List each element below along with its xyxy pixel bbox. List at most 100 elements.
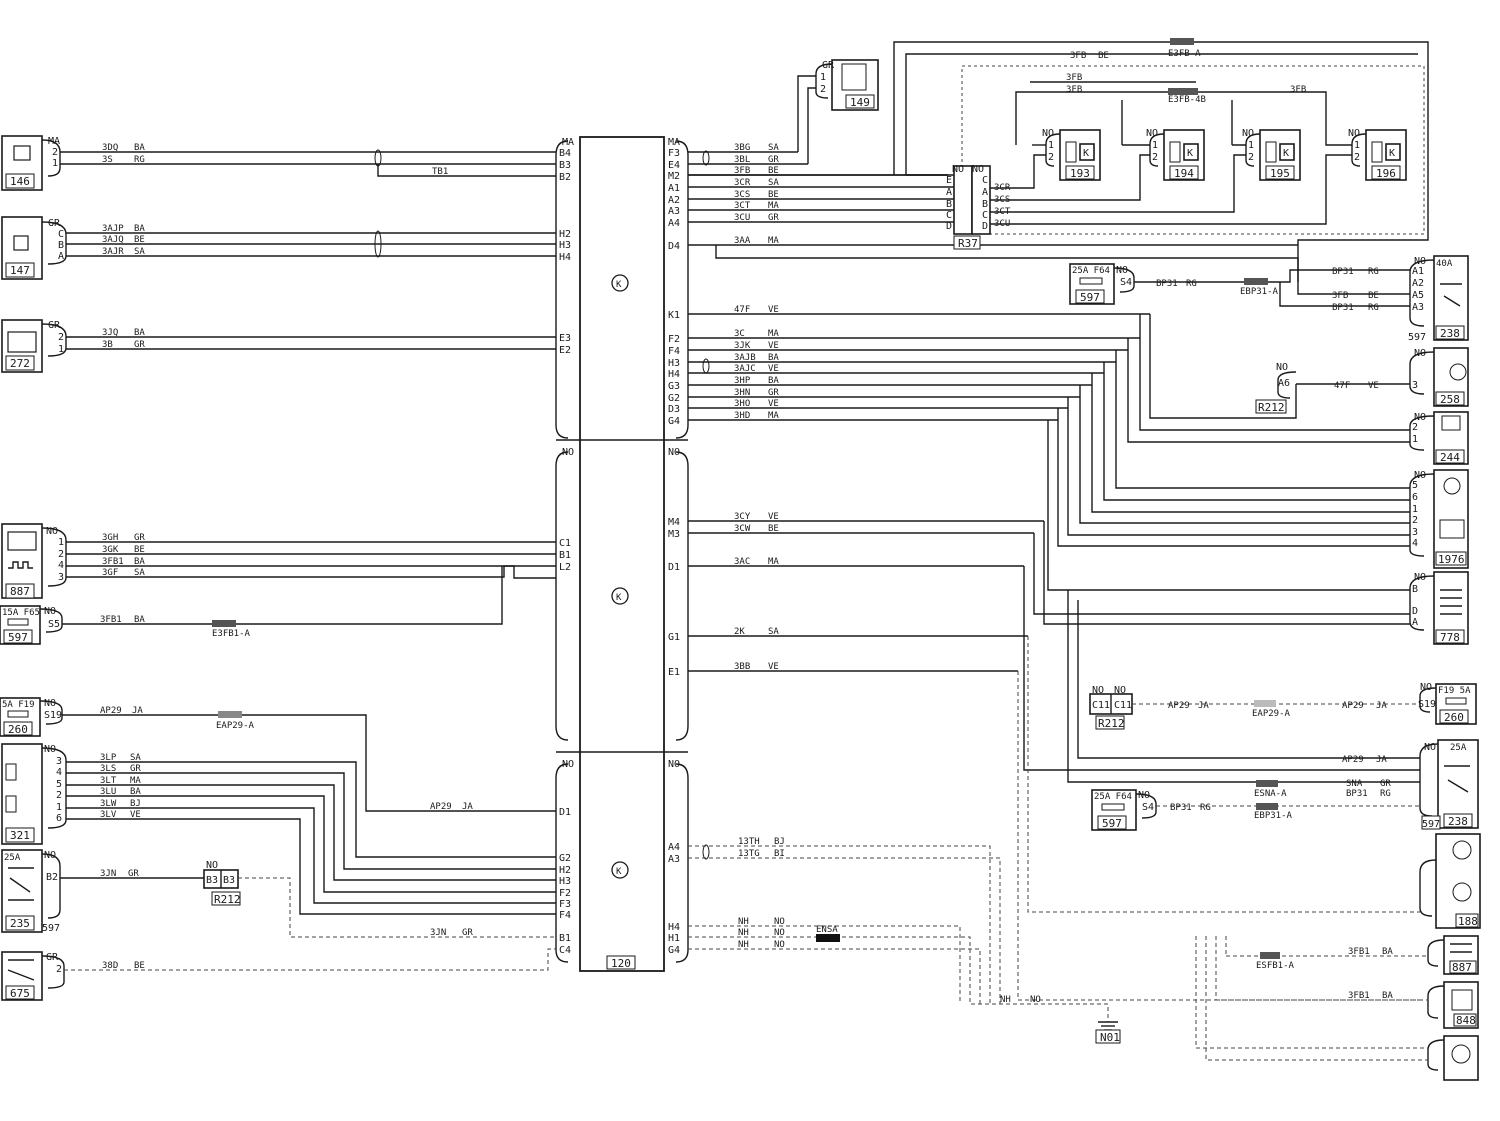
svg-text:2: 2 (1412, 422, 1418, 433)
svg-text:25A: 25A (4, 853, 21, 863)
svg-text:F19 5A: F19 5A (1438, 686, 1471, 696)
splice-icon (212, 620, 236, 627)
svg-text:NO: NO (206, 860, 218, 871)
svg-text:AP29: AP29 (1342, 755, 1364, 765)
injector-pin: 2 (1152, 152, 1158, 163)
svg-text:BP31: BP31 (1156, 279, 1178, 289)
svg-text:25A F64: 25A F64 (1072, 266, 1110, 276)
wire-color: MA (768, 201, 779, 211)
svg-text:JA: JA (132, 706, 143, 716)
svg-text:NO: NO (1138, 790, 1150, 801)
wire-code: 3AJC (734, 364, 756, 374)
ecu-pin-label: M3 (668, 529, 680, 540)
component-149: 149 GR 1 2 (815, 59, 879, 111)
svg-text:AP29: AP29 (1342, 701, 1364, 711)
svg-text:E3FB-4B: E3FB-4B (1168, 95, 1206, 105)
svg-text:3AJR: 3AJR (102, 247, 124, 257)
wire-code: 3BL (734, 155, 750, 165)
svg-text:S5: S5 (48, 619, 60, 630)
injector-valve-icon (1279, 143, 1295, 161)
svg-text:778: 778 (1440, 631, 1460, 644)
svg-text:3CT: 3CT (994, 207, 1011, 217)
wire-color: VE (768, 662, 779, 672)
svg-text:146: 146 (10, 175, 30, 188)
svg-text:5A F19: 5A F19 (2, 700, 35, 710)
svg-text:A3: A3 (1412, 302, 1424, 313)
svg-text:321: 321 (10, 829, 30, 842)
component-597-fuse: 15A F65 597 NO S5 (0, 605, 63, 645)
ecu-pin-label: B3 (559, 160, 571, 171)
svg-text:3FB1: 3FB1 (1348, 947, 1370, 957)
wire-code: 3CW (734, 524, 751, 534)
motor-icon (1451, 1044, 1471, 1064)
ecu-connector-color: MA (562, 137, 574, 148)
injector-valve-icon (1385, 143, 1401, 161)
injector-id: 193 (1070, 167, 1090, 180)
svg-text:NO: NO (1030, 995, 1041, 1005)
wire-code: 3CT (734, 201, 751, 211)
svg-text:N01: N01 (1100, 1031, 1120, 1044)
svg-text:D: D (946, 221, 952, 232)
svg-text:SA: SA (134, 568, 145, 578)
ecu-pin-label: H1 (668, 933, 680, 944)
svg-text:4: 4 (1412, 538, 1418, 549)
svg-text:RG: RG (1186, 279, 1197, 289)
svg-text:C: C (982, 210, 988, 221)
ecu-120: K K K 120 MA MA NO NO NO NO (555, 136, 689, 972)
wire-color: SA (768, 178, 779, 188)
ecu-pin-label: H3 (668, 358, 680, 369)
wire-code: 3HN (734, 388, 750, 398)
splice-label: TB1 (432, 167, 448, 177)
injector-frame (961, 65, 1425, 235)
svg-text:2: 2 (56, 790, 62, 801)
svg-text:GR: GR (134, 533, 145, 543)
wire-color: VE (768, 305, 779, 315)
svg-text:3FB: 3FB (1070, 51, 1086, 61)
svg-text:D: D (982, 221, 988, 232)
ecu-pin-label: E1 (668, 667, 680, 678)
splice-icon (1244, 278, 1268, 285)
svg-text:A: A (1412, 617, 1418, 628)
ecu-pin-label: M2 (668, 171, 680, 182)
svg-text:AP29: AP29 (1168, 701, 1190, 711)
svg-text:S4: S4 (1142, 802, 1154, 813)
motor-icon (1449, 363, 1467, 381)
svg-text:3JN: 3JN (430, 928, 446, 938)
svg-text:BJ: BJ (130, 799, 141, 809)
ecu-pin-label: A4 (668, 842, 680, 853)
component-235: 25A 235 597 NO B2 (1, 849, 61, 934)
wire-color: NO (774, 917, 785, 927)
splice-icon (1260, 952, 1280, 959)
svg-text:235: 235 (10, 917, 30, 930)
wire-color: GR (768, 388, 779, 398)
svg-text:597: 597 (1080, 291, 1100, 304)
svg-text:A5: A5 (1412, 290, 1424, 301)
svg-text:1: 1 (52, 158, 58, 169)
svg-text:RG: RG (1368, 267, 1379, 277)
svg-text:3JQ: 3JQ (102, 328, 118, 338)
wire-color: MA (768, 557, 779, 567)
svg-text:B3: B3 (206, 875, 218, 886)
wire-code: 13TG (738, 849, 760, 859)
relay-r212-right: NO NO C11 C11 R212 (1089, 685, 1133, 730)
wire-color: NO (774, 940, 785, 950)
svg-text:3FB: 3FB (1332, 291, 1348, 301)
svg-text:JA: JA (1376, 755, 1387, 765)
svg-text:BE: BE (134, 545, 145, 555)
ecu-symbol-icon (611, 861, 629, 879)
component-238-bottom: 25A 597 238 NO (1419, 739, 1479, 830)
wire-color: MA (768, 329, 779, 339)
fuse-icon (1445, 697, 1467, 705)
svg-text:597: 597 (1422, 819, 1440, 830)
svg-text:1: 1 (820, 72, 826, 83)
component-272: 272 GR 2 1 (1, 319, 67, 373)
svg-text:SA: SA (134, 247, 145, 257)
sensor-icon (7, 959, 35, 981)
ecu-connector-color: NO (562, 759, 574, 770)
wire-code: 3BB (734, 662, 750, 672)
svg-text:K: K (616, 867, 622, 877)
svg-text:4: 4 (56, 767, 62, 778)
wire-code: 3C (734, 329, 745, 339)
